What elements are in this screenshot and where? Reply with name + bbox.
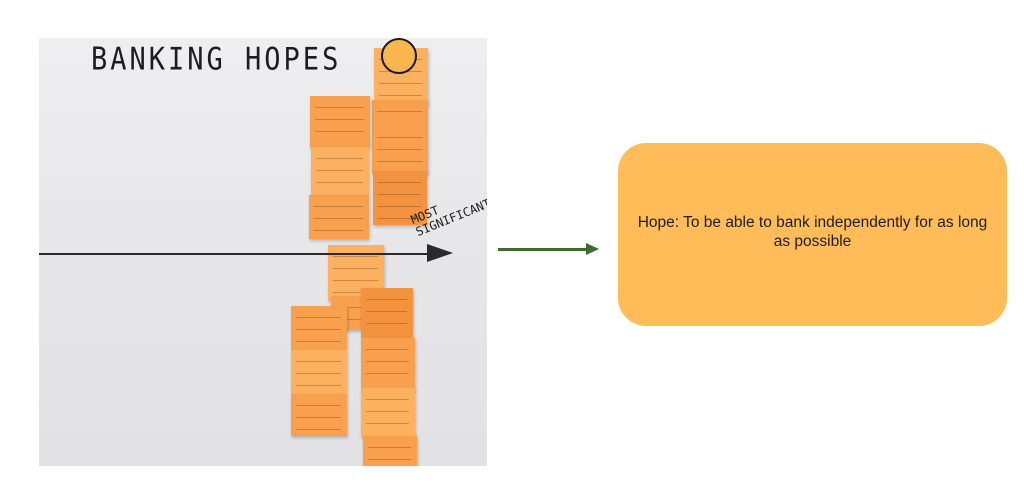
sticky-note (309, 195, 369, 239)
photo-banking-hopes-board: BANKING HOPES MOST SIGNIFICANT (39, 38, 487, 466)
sticky-note (361, 338, 415, 390)
significance-axis (39, 253, 429, 255)
sticky-note (311, 147, 369, 195)
hope-summary-box: Hope: To be able to bank independently f… (618, 143, 1007, 326)
board-title: BANKING HOPES (91, 42, 342, 78)
sticky-note (291, 394, 347, 436)
sticky-note (291, 306, 347, 350)
hope-text: Hope: To be able to bank independently f… (637, 213, 988, 250)
flow-arrow-shaft (498, 248, 590, 251)
orange-circle-marker (381, 38, 417, 74)
sticky-note (361, 388, 415, 438)
sticky-note (372, 100, 428, 126)
axis-arrowhead-icon (427, 244, 453, 262)
sticky-note (363, 436, 417, 466)
sticky-note (373, 171, 427, 225)
sticky-note (372, 126, 428, 174)
sticky-note (310, 96, 370, 148)
sticky-note (291, 350, 347, 394)
sticky-note (361, 288, 413, 340)
arrow-right-icon (586, 243, 599, 255)
